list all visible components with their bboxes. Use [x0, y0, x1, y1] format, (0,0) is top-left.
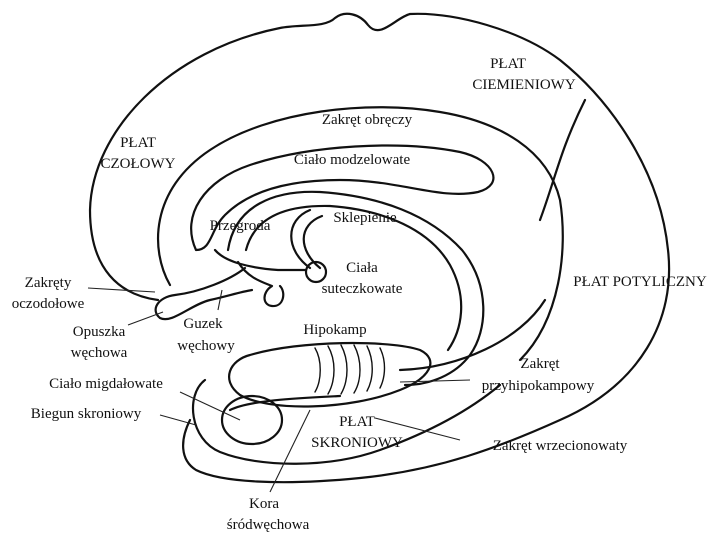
brain-outline: [90, 14, 669, 482]
label-amygdala: Ciało migdałowate: [49, 376, 163, 392]
label-cingulate: Zakręt obręczy: [322, 112, 413, 128]
label-olfactory-bulb-line2: węchowa: [71, 345, 128, 361]
label-fusiform: Zakręt wrzecionowaty: [493, 438, 628, 454]
label-parahippocampal-line1: Zakręt: [520, 356, 560, 372]
label-olfactory-tubercle-line2: węchowy: [177, 338, 235, 354]
label-temporal-line1: PŁAT: [339, 414, 375, 430]
label-septum: Przegroda: [210, 218, 271, 234]
label-fornix: Sklepienie: [333, 210, 397, 226]
label-mammillary-line2: suteczkowate: [322, 281, 403, 297]
label-occipital: PŁAT POTYLICZNY: [573, 274, 707, 290]
label-corpus-callosum: Ciało modzelowate: [294, 152, 411, 168]
label-mammillary-line1: Ciała: [346, 260, 378, 276]
septal-olfactory-shapes: [156, 250, 306, 319]
label-entorhinal-line1: Kora: [249, 496, 279, 512]
label-parahippocampal-line2: przyhipokampowy: [482, 378, 595, 394]
label-orbital-line2: oczodołowe: [12, 296, 85, 312]
label-olfactory-tubercle-line1: Guzek: [183, 316, 223, 332]
label-parietal-line1: PŁAT: [490, 56, 526, 72]
label-orbital-line1: Zakręty: [25, 275, 72, 291]
label-temporal-line2: SKRONIOWY: [311, 435, 403, 451]
labels: PŁAT CIEMIENIOWY PŁAT CZOŁOWY Zakręt obr…: [12, 56, 707, 533]
hippocampus-ridges: [315, 345, 385, 394]
label-hippocampus: Hipokamp: [303, 322, 366, 338]
label-frontal-line1: PŁAT: [120, 135, 156, 151]
label-entorhinal-line2: śródwęchowa: [227, 517, 310, 533]
label-olfactory-bulb-line1: Opuszka: [73, 324, 126, 340]
label-frontal-line2: CZOŁOWY: [101, 156, 176, 172]
label-parietal-line2: CIEMIENIOWY: [472, 77, 575, 93]
label-temporal-pole: Biegun skroniowy: [31, 406, 142, 422]
